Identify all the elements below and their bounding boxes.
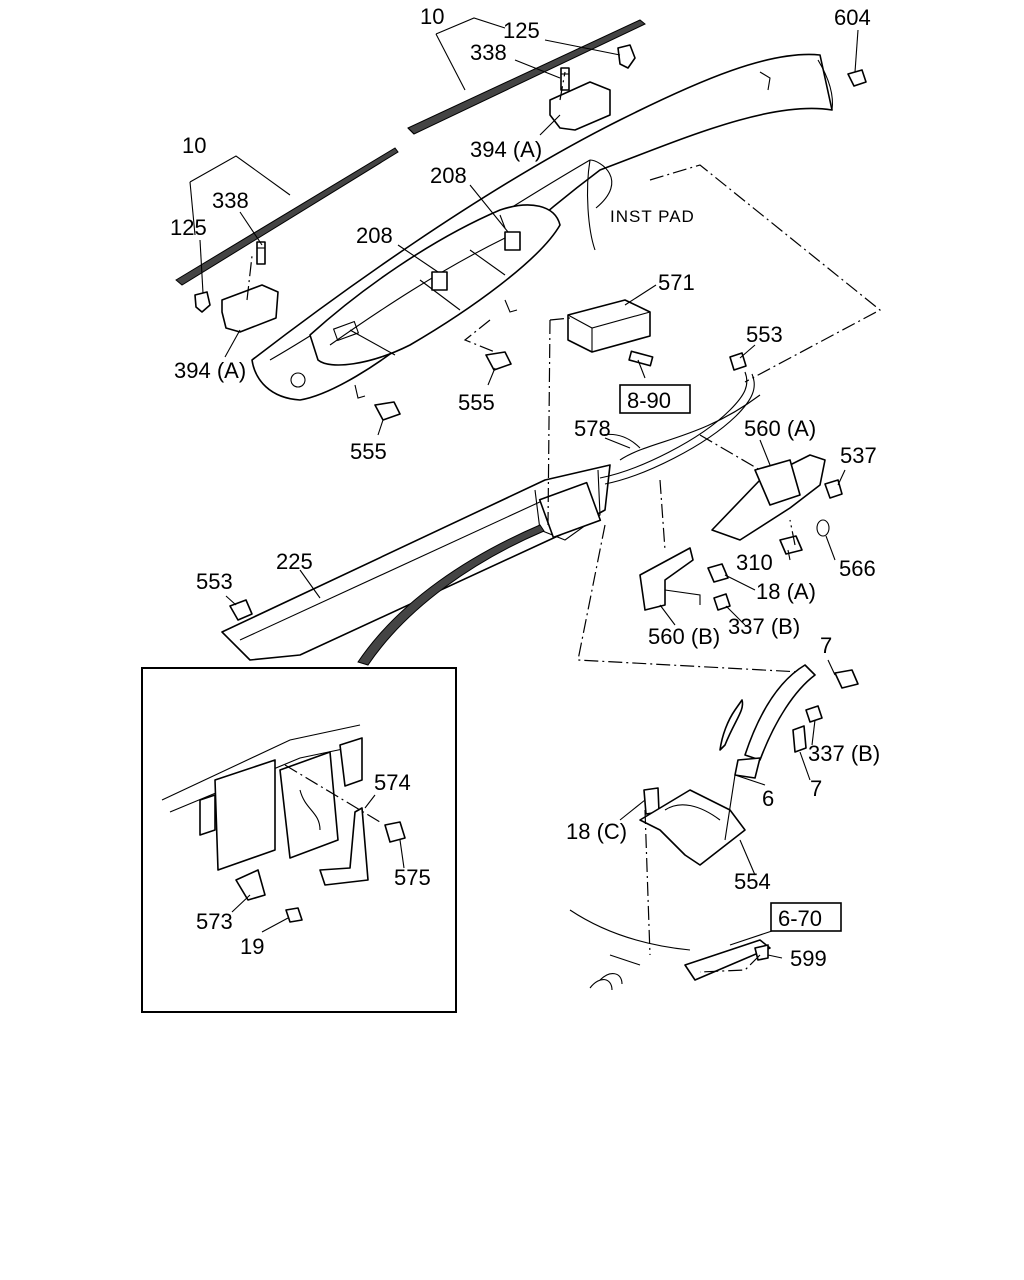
ref-box-8-90 — [619, 384, 691, 414]
label-6: 6 — [762, 786, 774, 811]
clip-208-left — [431, 271, 448, 291]
label-599: 599 — [790, 946, 827, 971]
label-553-right: 553 — [746, 322, 783, 347]
label-7-upper: 7 — [820, 633, 832, 658]
label-574: 574 — [374, 770, 411, 795]
label-18c: 18 (C) — [566, 819, 627, 844]
cross-member-225 — [221, 464, 611, 661]
instrument-panel-pad — [251, 53, 834, 401]
label-571: 571 — [658, 270, 695, 295]
label-575: 575 — [394, 865, 431, 890]
bracket-560b — [639, 547, 701, 611]
bolt-555-right — [485, 351, 512, 371]
bolt-7-upper — [834, 669, 859, 689]
bracket-554 — [639, 789, 746, 866]
label-560a: 560 (A) — [744, 416, 816, 441]
label-537: 537 — [840, 443, 877, 468]
label-inst-pad: INST PAD — [610, 207, 695, 226]
label-394a-upper: 394 (A) — [470, 137, 542, 162]
label-10-left: 10 — [182, 133, 206, 158]
reference-lines — [246, 71, 882, 973]
harness-curve — [357, 524, 545, 666]
clip-125-upper — [617, 44, 636, 69]
label-337b-upper: 337 (B) — [728, 614, 800, 639]
label-555-left: 555 — [350, 439, 387, 464]
bolt-310 — [779, 535, 803, 555]
bolt-555-left — [374, 401, 401, 421]
label-578: 578 — [574, 416, 611, 441]
bolt-18a — [707, 563, 729, 583]
nut-553-right — [729, 352, 747, 371]
ring-566 — [816, 519, 830, 537]
label-8-90: 8-90 — [627, 388, 671, 413]
label-553-left: 553 — [196, 569, 233, 594]
label-555-right: 555 — [458, 390, 495, 415]
label-10-upper: 10 — [420, 4, 444, 29]
label-225: 225 — [276, 549, 313, 574]
label-6-70: 6-70 — [778, 906, 822, 931]
label-338-upper: 338 — [470, 40, 507, 65]
label-338-left: 338 — [212, 188, 249, 213]
label-604: 604 — [834, 5, 871, 30]
label-337b-lower: 337 (B) — [808, 741, 880, 766]
label-394a-left: 394 (A) — [174, 358, 246, 383]
bracket-394a-upper — [549, 81, 611, 131]
ref-box-6-70 — [770, 902, 842, 932]
nut-604 — [847, 69, 867, 87]
label-208-right: 208 — [430, 163, 467, 188]
screw-338-left — [256, 241, 266, 265]
label-566: 566 — [839, 556, 876, 581]
inset-panel — [141, 667, 457, 1013]
label-560b: 560 (B) — [648, 624, 720, 649]
clip-125-left — [194, 291, 211, 313]
label-19: 19 — [240, 934, 264, 959]
label-310: 310 — [736, 550, 773, 575]
label-573: 573 — [196, 909, 233, 934]
label-125-upper: 125 — [503, 18, 540, 43]
label-554: 554 — [734, 869, 771, 894]
defroster-grille-left — [175, 147, 399, 286]
clip-208-right — [504, 231, 521, 251]
bracket-394a-left — [221, 284, 279, 333]
bolt-7-lower — [792, 725, 807, 753]
wire-578 — [601, 433, 641, 449]
bolt-571 — [628, 350, 654, 367]
wire-harness — [599, 371, 761, 485]
module-571 — [567, 299, 651, 353]
label-125-left: 125 — [170, 215, 207, 240]
bracket-6 — [719, 664, 816, 779]
label-7-lower: 7 — [810, 776, 822, 801]
label-208-left: 208 — [356, 223, 393, 248]
floor-structure — [569, 909, 771, 991]
bracket-560a — [711, 454, 826, 541]
label-18a: 18 (A) — [756, 579, 816, 604]
nut-337-lower — [805, 705, 823, 723]
callout-labels: 10 125 338 604 394 (A) 10 338 125 394 (A… — [170, 4, 880, 971]
leader-lines — [189, 17, 859, 959]
